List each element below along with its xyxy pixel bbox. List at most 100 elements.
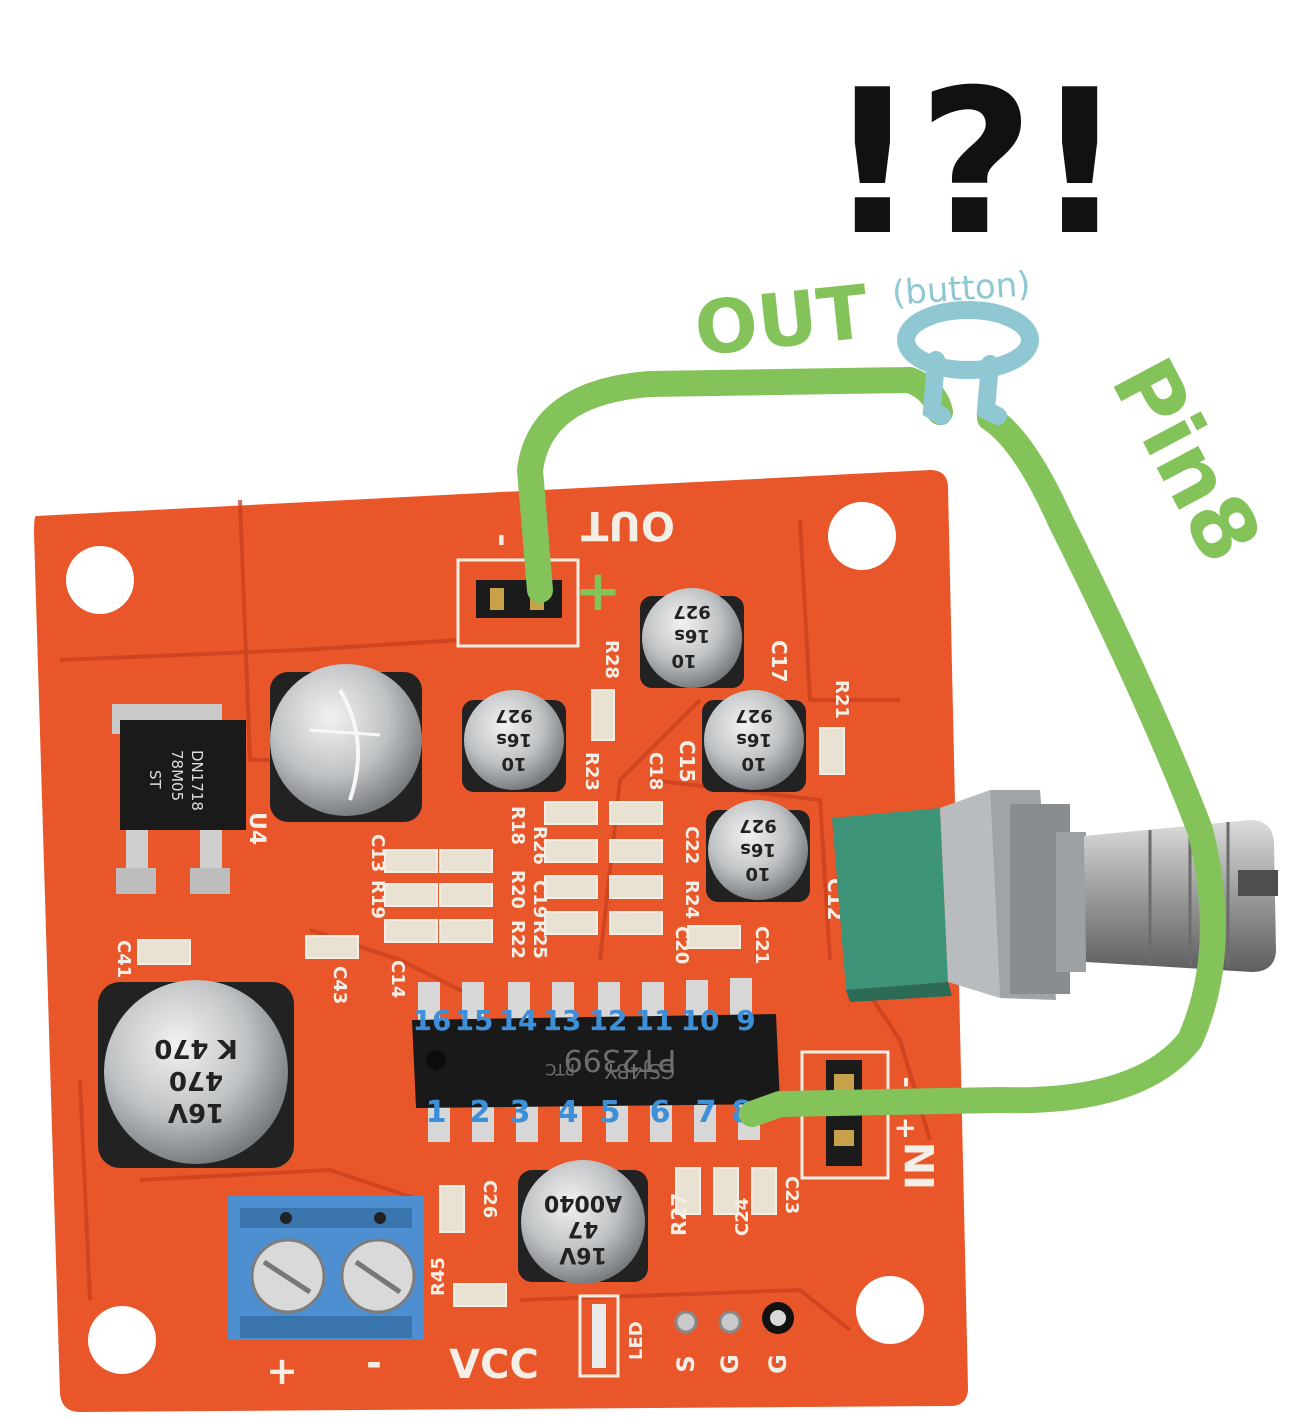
r45-label: R45 bbox=[428, 1257, 449, 1296]
mounting-hole bbox=[88, 1306, 156, 1374]
pin8-annotation: Pin8 bbox=[1091, 343, 1280, 579]
cap-text-line: 16V bbox=[168, 1097, 224, 1127]
pin-number-label: 5 bbox=[600, 1095, 621, 1130]
pin-number-label: 1 bbox=[426, 1095, 447, 1130]
cap-text-line: A0040 bbox=[544, 1190, 622, 1215]
cap-text-line: 16s bbox=[496, 729, 532, 750]
mounting-hole bbox=[856, 1276, 924, 1344]
c24-label: C24 bbox=[732, 1198, 753, 1236]
pin-number-label: 13 bbox=[543, 1004, 582, 1037]
mounting-hole bbox=[66, 546, 134, 614]
regulator-part: 78M05 bbox=[168, 750, 186, 801]
c13-label: C13 bbox=[367, 834, 388, 872]
vcc-label: VCC bbox=[449, 1342, 539, 1388]
pin-number-label: 12 bbox=[589, 1004, 628, 1037]
pin-number-label: 15 bbox=[455, 1004, 494, 1037]
capacitor-left-mid: 10 16s 927 bbox=[462, 690, 566, 792]
r24-label: R24 bbox=[681, 880, 702, 919]
r21-label: R21 bbox=[831, 680, 852, 719]
c26-label: C26 bbox=[479, 1180, 500, 1218]
c15-label: C15 bbox=[675, 740, 699, 783]
cap-text-line: 927 bbox=[495, 705, 533, 726]
plus-annotation: + bbox=[575, 559, 622, 624]
cap-text-line: 470 bbox=[169, 1065, 223, 1095]
out-silk-label: OUT bbox=[580, 502, 674, 548]
in-minus-label: - bbox=[888, 1076, 921, 1088]
cap-text-line: 927 bbox=[739, 815, 777, 836]
cap-text-line: 10 bbox=[671, 650, 696, 671]
vcc-plus-label: + bbox=[266, 1349, 298, 1393]
out-annotation: OUT bbox=[691, 269, 873, 373]
pin-number-label: 14 bbox=[499, 1004, 538, 1037]
capacitor-c12: 10 16s 927 C12 bbox=[706, 800, 847, 921]
button-annotation-label: (button) bbox=[891, 264, 1032, 314]
large-capacitor-top bbox=[270, 664, 422, 822]
in-silk-label: IN bbox=[898, 1142, 944, 1190]
pin-number-label: 10 bbox=[681, 1004, 720, 1037]
capacitor-c15: 10 16s 927 C15 bbox=[675, 690, 806, 792]
cap-text-line: 10 bbox=[501, 753, 526, 774]
out-minus-label: - bbox=[484, 533, 522, 546]
chip-line1: PT2399 bbox=[564, 1042, 677, 1077]
r25-label: R25 bbox=[529, 920, 550, 959]
pin-number-label: 3 bbox=[510, 1095, 531, 1130]
cap-text-line: 10 bbox=[745, 863, 770, 884]
c17-label: C17 bbox=[767, 640, 791, 683]
vcc-minus-label: - bbox=[366, 1341, 382, 1385]
pin-number-label: 4 bbox=[558, 1095, 579, 1130]
cap-text-line: 927 bbox=[735, 705, 773, 726]
c23-label: C23 bbox=[781, 1176, 802, 1214]
cap-text-line: K 470 bbox=[154, 1033, 237, 1063]
regulator-brand: ST bbox=[146, 770, 164, 790]
r23-label: R23 bbox=[581, 752, 602, 791]
pin-number-label: 7 bbox=[696, 1095, 717, 1130]
large-capacitor-left: 16V 470 K 470 bbox=[98, 980, 294, 1168]
capacitor-c17: 10 16s 927 C17 bbox=[640, 588, 791, 688]
cap-text-line: 16s bbox=[674, 625, 710, 646]
voltage-regulator: ST 78M05 DN1718 U4 bbox=[112, 704, 269, 894]
cap-text-line: 16V bbox=[559, 1242, 607, 1267]
pin-number-label: 11 bbox=[635, 1004, 674, 1037]
chip-line3: PTC bbox=[545, 1060, 575, 1079]
r27-label: R27 bbox=[667, 1193, 691, 1236]
smd-components bbox=[137, 689, 845, 1307]
c41-label: C41 bbox=[113, 940, 134, 978]
regulator-code: DN1718 bbox=[188, 750, 206, 811]
cap-text-line: 16s bbox=[736, 729, 772, 750]
pt2399-chip: PT2399 CSJ4BY PTC bbox=[412, 978, 780, 1142]
r28-label: R28 bbox=[601, 640, 622, 679]
pin-number-label: 6 bbox=[650, 1095, 671, 1130]
vcc-terminal-block[interactable] bbox=[228, 1196, 424, 1340]
s-pin-label: S bbox=[672, 1355, 700, 1372]
u4-label: U4 bbox=[244, 812, 269, 845]
cap-text-line: 47 bbox=[568, 1216, 599, 1241]
g-pin-label: G bbox=[716, 1354, 744, 1374]
c18-label: C18 bbox=[645, 752, 666, 790]
c43-label: C43 bbox=[329, 966, 350, 1004]
cap-text-line: 16s bbox=[740, 839, 776, 860]
r19-label: R19 bbox=[367, 880, 388, 919]
c14-label: C14 bbox=[387, 960, 408, 998]
r26-label: R26 bbox=[529, 826, 550, 865]
component-labels: R28 R21 C18 R23 R18 R26 C22 R24 R20 C19 … bbox=[113, 640, 852, 1296]
r20-label: R20 bbox=[507, 870, 528, 909]
capacitor-bottom: 16V 47 A0040 bbox=[518, 1160, 648, 1284]
pin-number-label: 16 bbox=[413, 1004, 452, 1037]
c21-label: C21 bbox=[751, 926, 772, 964]
chip-line2: CSJ4BY bbox=[604, 1059, 675, 1083]
potentiometer[interactable] bbox=[832, 790, 1278, 1002]
c19-label: C19 bbox=[529, 880, 550, 918]
exclaim-annotation: !?! bbox=[827, 47, 1125, 280]
c22-label: C22 bbox=[681, 826, 702, 864]
led-label: LED bbox=[626, 1321, 647, 1360]
pin-number-label: 9 bbox=[736, 1004, 755, 1037]
mounting-hole bbox=[828, 502, 896, 570]
bottom-silkscreen: + - VCC LED S G G bbox=[266, 1294, 794, 1393]
r22-label: R22 bbox=[507, 920, 528, 959]
g-pin-label: G bbox=[764, 1354, 792, 1374]
cap-text-line: 927 bbox=[673, 601, 711, 622]
pin-number-label: 2 bbox=[470, 1095, 491, 1130]
